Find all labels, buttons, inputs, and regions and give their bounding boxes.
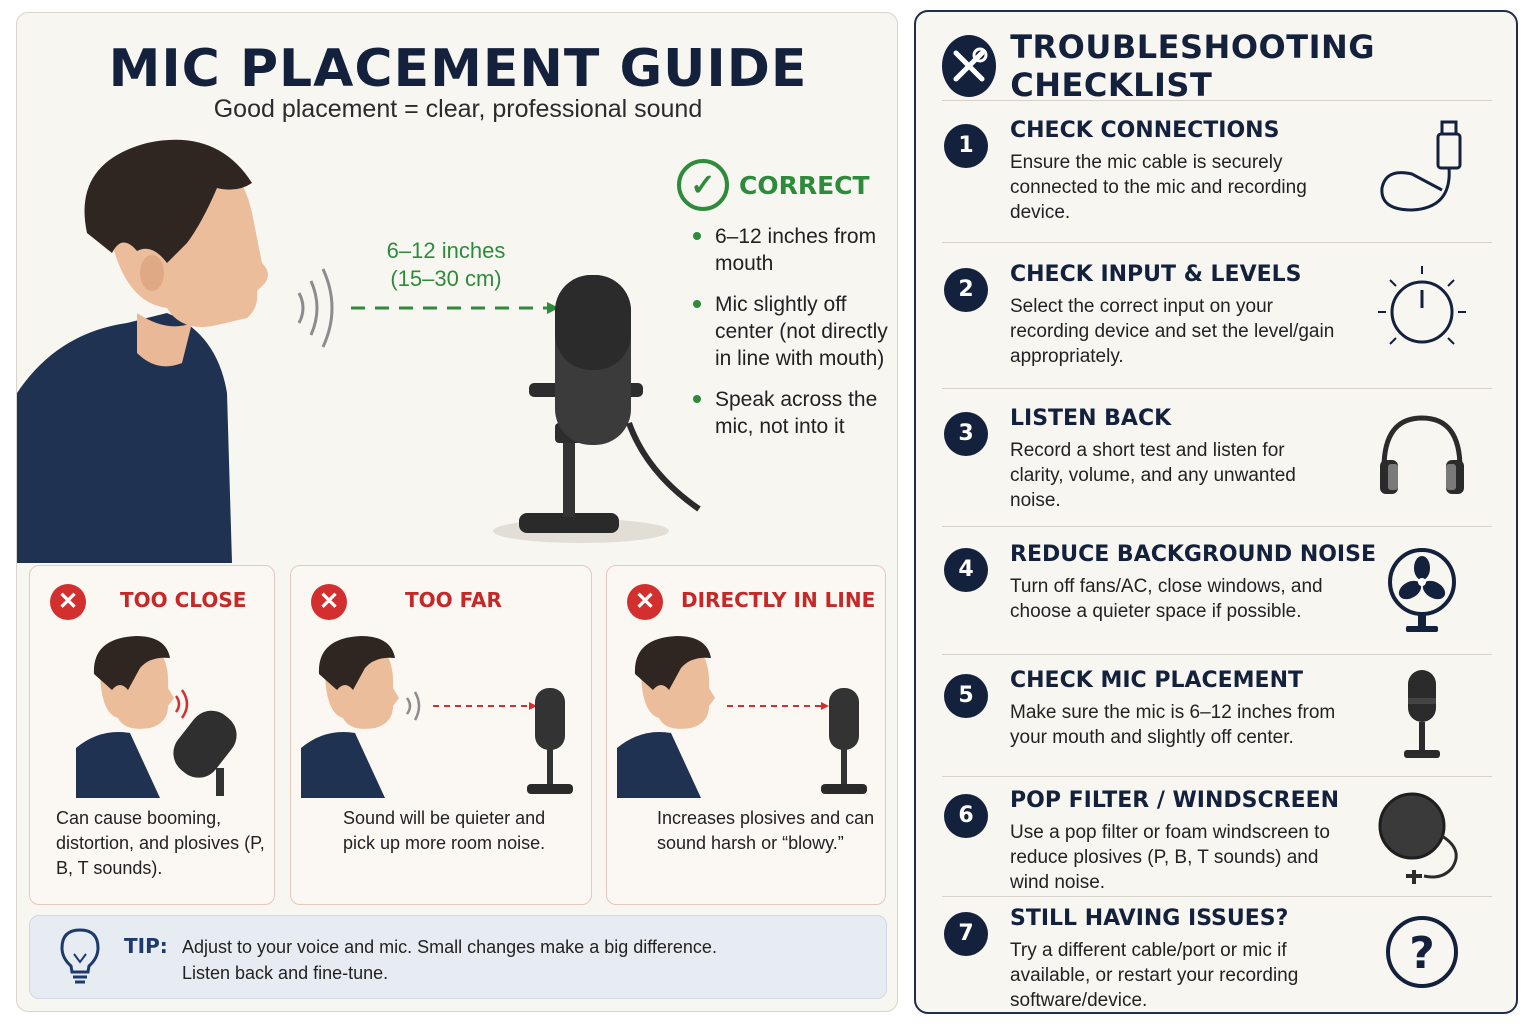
card-description: Increases plosives and can sound harsh o… [657,808,875,853]
distance-inches: 6–12 inches [386,238,506,263]
bullet-icon [693,395,701,403]
checklist-step-4: 4 REDUCE BACKGROUND NOISE Turn off fans/… [942,542,1502,652]
placement-guide-panel: MIC PLACEMENT GUIDE Good placement = cle… [16,12,898,1012]
step-description: Ensure the mic cable is securely connect… [1010,152,1307,223]
tip-box: TIP: Adjust to your voice and mic. Small… [29,915,887,999]
guide-subtitle: Good placement = clear, professional sou… [213,95,703,123]
step-number: 1 [944,124,988,168]
checklist-step-2: 2 CHECK INPUT & LEVELS Select the correc… [942,262,1502,386]
distance-label: 6–12 inches (15–30 cm) [361,237,531,293]
divider [942,654,1492,655]
guide-title: MIC PLACEMENT GUIDE [108,39,808,99]
step-description: Record a short test and listen for clari… [1010,440,1296,511]
divider [942,776,1492,777]
step-title: CHECK INPUT & LEVELS [1010,262,1302,287]
question-icon: ? [1386,916,1458,988]
checklist-step-1: 1 CHECK CONNECTIONS Ensure the mic cable… [942,118,1502,242]
card-title: TOO FAR [405,588,502,612]
troubleshooting-title: TROUBLESHOOTING CHECKLIST [1010,28,1376,104]
step-description: Select the correct input on your recordi… [1010,296,1335,367]
speaker-person-illustration [17,139,268,563]
step-title: POP FILTER / WINDSCREEN [1010,788,1340,813]
correct-header: ✓ CORRECT [677,159,870,211]
too-close-illustration [76,636,237,798]
step-description: Make sure the mic is 6–12 inches from yo… [1010,702,1336,748]
tip-label: TIP: [124,934,168,958]
troubleshooting-header: TROUBLESHOOTING CHECKLIST [942,28,1516,104]
checklist-step-5: 5 CHECK MIC PLACEMENT Make sure the mic … [942,668,1502,778]
svg-text:?: ? [1409,928,1435,979]
too-far-illustration [301,636,573,798]
step-title: LISTEN BACK [1010,406,1172,431]
step-number: 4 [944,548,988,592]
correct-placement-illustration [17,139,701,563]
checklist-step-7: 7 STILL HAVING ISSUES? Try a different c… [942,906,1502,1011]
divider [942,896,1492,897]
x-mark-icon: ✕ [311,584,347,620]
lightbulb-icon [60,928,100,984]
troubleshooting-panel: TROUBLESHOOTING CHECKLIST 1 CHECK CONNEC… [914,10,1518,1014]
tools-icon [942,35,997,97]
microphone-icon [1404,670,1440,758]
gain-knob-icon [1378,266,1466,345]
step-number: 7 [944,912,988,956]
headphones-icon [1380,415,1464,494]
step-title: REDUCE BACKGROUND NOISE [1010,542,1376,567]
step-number: 2 [944,268,988,312]
list-item: Speak across the mic, not into it [693,386,893,440]
checkmark-icon: ✓ [677,159,729,211]
divider [942,526,1492,527]
x-mark-icon: ✕ [627,584,663,620]
list-item: Mic slightly off center (not directly in… [693,291,893,372]
fan-icon [1388,548,1456,632]
distance-cm: (15–30 cm) [390,266,502,291]
pop-filter-icon [1378,792,1458,884]
sound-wave-icon [297,268,334,348]
microphone-illustration [493,275,701,543]
correct-tips-list: 6–12 inches from mouth Mic slightly off … [693,223,893,454]
divider [942,388,1492,389]
list-item: 6–12 inches from mouth [693,223,893,277]
card-title: DIRECTLY IN LINE [681,588,876,612]
card-description: Sound will be quieter and pick up more r… [343,808,546,853]
usb-cable-icon [1380,120,1462,212]
step-title: CHECK CONNECTIONS [1010,118,1280,143]
x-mark-icon: ✕ [50,584,86,620]
card-description: Can cause booming, distortion, and plosi… [56,808,265,878]
checklist-step-3: 3 LISTEN BACK Record a short test and li… [942,406,1502,526]
step-description: Turn off fans/AC, close windows, and cho… [1010,576,1323,622]
step-number: 3 [944,412,988,456]
divider [942,242,1492,243]
bullet-icon [693,300,701,308]
divider [942,100,1492,101]
step-number: 5 [944,674,988,718]
correct-label: CORRECT [739,170,870,200]
card-title: TOO CLOSE [120,588,247,612]
too-far-card: ✕ TOO FAR Sound will be quieter and pick… [290,565,592,905]
checklist-step-6: 6 POP FILTER / WINDSCREEN Use a pop filt… [942,788,1502,898]
step-description: Use a pop filter or foam windscreen to r… [1010,822,1330,893]
directly-in-line-illustration [617,636,867,798]
tip-text: Adjust to your voice and mic. Small chan… [182,937,717,983]
directly-in-line-card: ✕ DIRECTLY IN LINE Increases plosives an… [606,565,886,905]
step-title: CHECK MIC PLACEMENT [1010,668,1304,693]
step-number: 6 [944,794,988,838]
distance-arrow [351,302,559,314]
bullet-icon [693,232,701,240]
step-description: Try a different cable/port or mic if ava… [1010,940,1299,1011]
too-close-card: ✕ TOO CLOSE Can cause booming, distortio… [29,565,275,905]
step-title: STILL HAVING ISSUES? [1010,906,1289,931]
